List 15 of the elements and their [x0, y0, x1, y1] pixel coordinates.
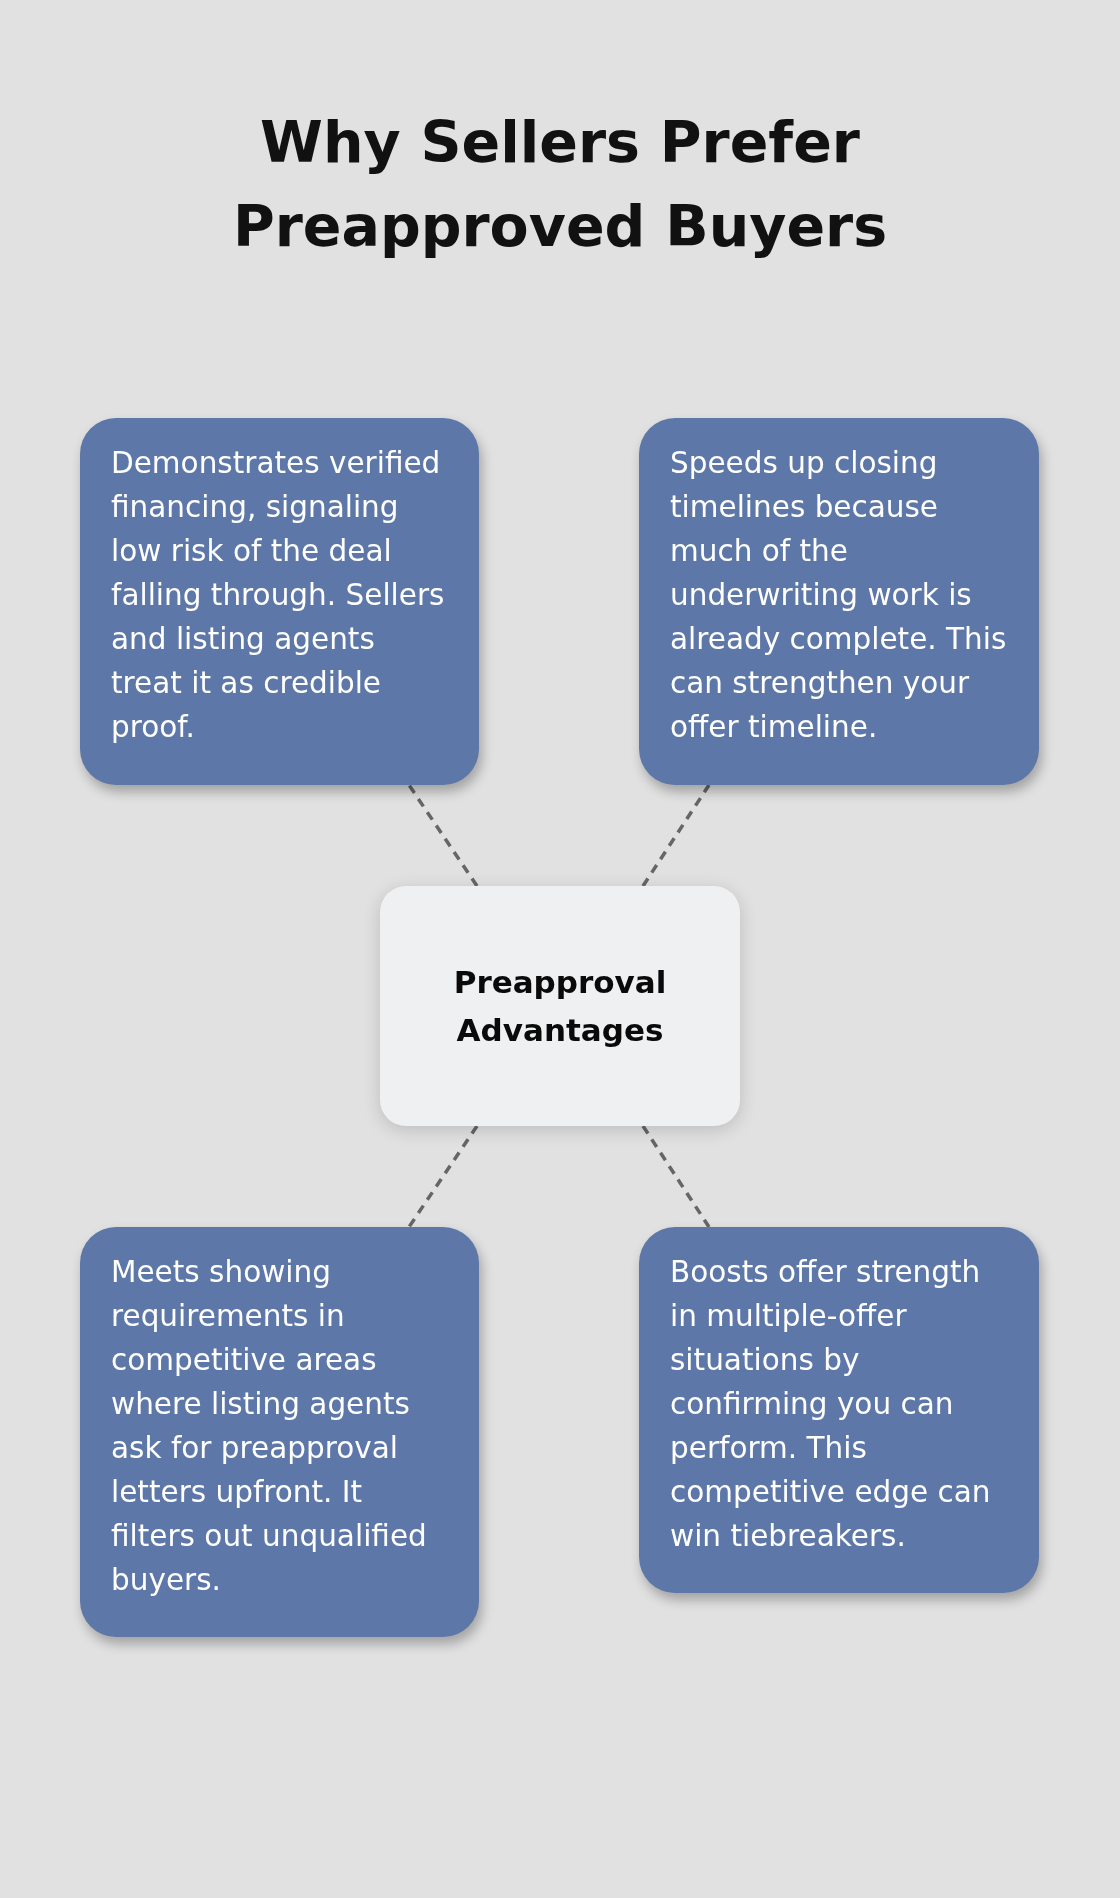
- hub-title: Preapproval Advantages: [452, 963, 668, 1050]
- card-text: Speeds up closing timelines because much of the underwriting work is already complete. This can strengthen your offer timeline.: [670, 445, 1008, 746]
- info-card: [639, 1227, 1039, 1593]
- info-card: [639, 418, 1039, 785]
- dashed-connector: [641, 1125, 711, 1228]
- title: Why Sellers Prefer Preapproved Buyers: [231, 108, 889, 261]
- info-card: [80, 418, 479, 785]
- hub-box: [380, 886, 740, 1126]
- card-text: Demonstrates verified financing, signaling low risk of the deal falling through. Sellers and listing agents treat it as credible proof.: [111, 445, 446, 746]
- dashed-connector: [407, 784, 479, 887]
- card-text: Meets showing requirements in competitive areas where listing agents ask for preapproval letters upfront. It filters out unqualified buyers.: [111, 1254, 428, 1599]
- info-card: [80, 1227, 479, 1637]
- card-text: Boosts offer strength in multiple-offer situations by confirming you can perform. This competitive edge can win tiebreakers.: [670, 1254, 992, 1555]
- dashed-connector: [407, 1125, 479, 1228]
- dashed-connector: [641, 784, 711, 887]
